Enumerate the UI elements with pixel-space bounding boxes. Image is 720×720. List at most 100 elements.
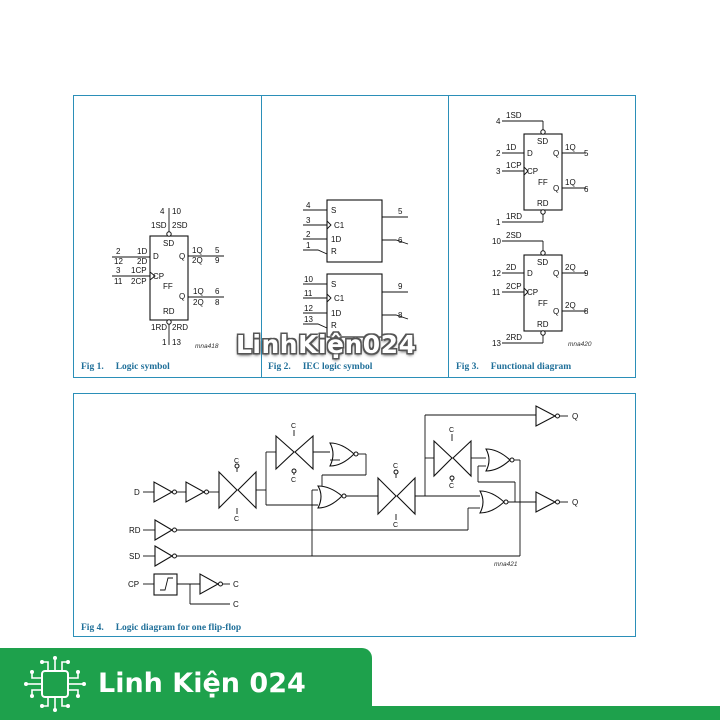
fig2-lower-inner-1d: 1D: [331, 309, 341, 318]
fig3-lower-cp-pin: 11: [492, 288, 501, 297]
fig1-pin-top-2: 10: [172, 207, 181, 216]
fig1-pin-right-1: 5: [215, 246, 220, 255]
fig4-clock-c: C: [233, 580, 239, 589]
fig3-upper-qn-sig: 1Q: [565, 178, 576, 187]
fig2-upper-pin-1: 4: [306, 201, 311, 210]
fig3-lower-qn-pin: 8: [584, 307, 589, 316]
fig1-sig-right-3: 1Q: [193, 287, 204, 296]
fig3-lower-inner-qn: Q: [553, 307, 559, 316]
fig1-inner-d: D: [153, 252, 159, 261]
fig2-lower-pin-4: 13: [304, 315, 313, 324]
fig3-upper-inner-cp: CP: [527, 167, 538, 176]
fig1-pin-right-2: 9: [215, 256, 220, 265]
fig2-lower-pin-2: 11: [304, 289, 313, 298]
fig3-lower-inner-d: D: [527, 269, 533, 278]
fig3-upper-cp-sig: 1CP: [506, 161, 522, 170]
fig3-lower-inner-rd: RD: [537, 320, 549, 329]
fig3-lower-rd-pin: 13: [492, 339, 501, 348]
fig1-sig-top-2: 2SD: [172, 221, 188, 230]
brand-name: Linh Kiện 024: [98, 668, 306, 699]
fig1-inner-cp: CP: [153, 272, 164, 281]
fig1-sig-right-1: 1Q: [192, 246, 203, 255]
fig1-inner-ff: FF: [163, 282, 173, 291]
fig1-inner-rd: RD: [163, 307, 175, 316]
fig4-clock-cn: C: [233, 600, 239, 609]
fig4-input-rd: RD: [129, 526, 141, 535]
fig1-inner-q: Q: [179, 252, 185, 261]
fig3-upper-cp-pin: 3: [496, 167, 501, 176]
fig4-input-sd: SD: [129, 552, 140, 561]
fig1-pin-bottom-1: 1: [162, 338, 167, 347]
fig3-lower-rd-sig: 2RD: [506, 333, 522, 342]
fig3-upper-inner-q: Q: [553, 149, 559, 158]
fig4-panel: [73, 393, 636, 637]
fig1-sig-left-4: 2CP: [131, 277, 147, 286]
fig3-upper-inner-qn: Q: [553, 184, 559, 193]
fig3-lower-cp-sig: 2CP: [506, 282, 522, 291]
fig3-lower-q-sig: 2Q: [565, 263, 576, 272]
fig2-lower-pin-out-1: 9: [398, 282, 403, 291]
fig1-sig-bottom-1: 1RD: [151, 323, 167, 332]
fig3-upper-inner-rd: RD: [537, 199, 549, 208]
fig2-upper-pin-4: 1: [306, 241, 311, 250]
fig4-gate1-c: C: [234, 458, 239, 465]
fig4-output-qn: Q: [572, 498, 578, 507]
fig1-pin-bottom-2: 13: [172, 338, 181, 347]
fig1-sig-left-3: 1CP: [131, 266, 147, 275]
fig1-pin-right-4: 8: [215, 298, 220, 307]
fig1-caption: Fig 1.Logic symbol: [81, 362, 170, 372]
fig3-caption: Fig 3.Functional diagram: [456, 362, 572, 372]
fig1-inner-qn: Q: [179, 292, 185, 301]
fig1-pin-left-4: 11: [114, 277, 123, 286]
fig3-upper-top-sig: 1SD: [506, 111, 522, 120]
fig4-input-cp: CP: [128, 580, 139, 589]
fig3-upper-q-sig: 1Q: [565, 143, 576, 152]
fig3-lower-q-pin: 9: [584, 269, 589, 278]
fig3-upper-d-sig: 1D: [506, 143, 516, 152]
fig1-pin-left-3: 3: [116, 266, 121, 275]
watermark: LinhKiện024: [236, 330, 417, 359]
fig3-lower-d-pin: 12: [492, 269, 501, 278]
fig3-upper-rd-sig: 1RD: [506, 212, 522, 221]
fig3-lower-inner-sd: SD: [537, 258, 548, 267]
fig3-upper-rd-pin: 1: [496, 218, 501, 227]
fig2-lower-inner-r: R: [331, 321, 337, 330]
fig2-upper-inner-r: R: [331, 247, 337, 256]
fig2-upper-pin-2: 3: [306, 216, 311, 225]
fig3-upper-q-pin: 5: [584, 149, 589, 158]
fig2-lower-pin-3: 12: [304, 304, 313, 313]
fig3-lower-inner-ff: FF: [538, 299, 548, 308]
brand-banner: [0, 648, 372, 720]
fig4-gate1-cn: C: [234, 516, 239, 523]
fig2-lower-inner-s: S: [331, 280, 336, 289]
fig2-upper-inner-1d: 1D: [331, 235, 341, 244]
fig3-lower-top-sig: 2SD: [506, 231, 522, 240]
fig3-lower-inner-cp: CP: [527, 288, 538, 297]
fig1-sig-bottom-2: 2RD: [172, 323, 188, 332]
fig2-upper-inner-s: S: [331, 206, 336, 215]
fig3-lower-top-pin: 10: [492, 237, 501, 246]
fig2-lower-pin-out-2: 8: [398, 311, 403, 320]
fig4-gate3-cn: C: [393, 463, 398, 470]
fig4-gate4-c: C: [449, 427, 454, 434]
fig4-output-q: Q: [572, 412, 578, 421]
fig1-pin-left-2: 12: [114, 257, 123, 266]
fig3-upper-top-pin: 4: [496, 117, 501, 126]
fig3-upper-inner-ff: FF: [538, 178, 548, 187]
fig1-pin-left-1: 2: [116, 247, 121, 256]
fig1-tag: mna418: [195, 343, 219, 350]
fig2-upper-inner-c1: C1: [334, 221, 345, 230]
fig3-lower-inner-q: Q: [553, 269, 559, 278]
fig1-sig-right-2: 2Q: [192, 256, 203, 265]
fig4-gate2-c: C: [291, 477, 296, 484]
fig4-input-d: D: [134, 488, 140, 497]
chip-logo-icon: [24, 656, 86, 712]
fig4-gate3-c: C: [393, 522, 398, 529]
fig1-inner-sd: SD: [163, 239, 174, 248]
fig4-tag: mna421: [494, 561, 518, 568]
fig2-caption: Fig 2.IEC logic symbol: [268, 362, 373, 372]
fig2-upper-pin-3: 2: [306, 230, 311, 239]
brand-banner-strip: [372, 706, 720, 720]
